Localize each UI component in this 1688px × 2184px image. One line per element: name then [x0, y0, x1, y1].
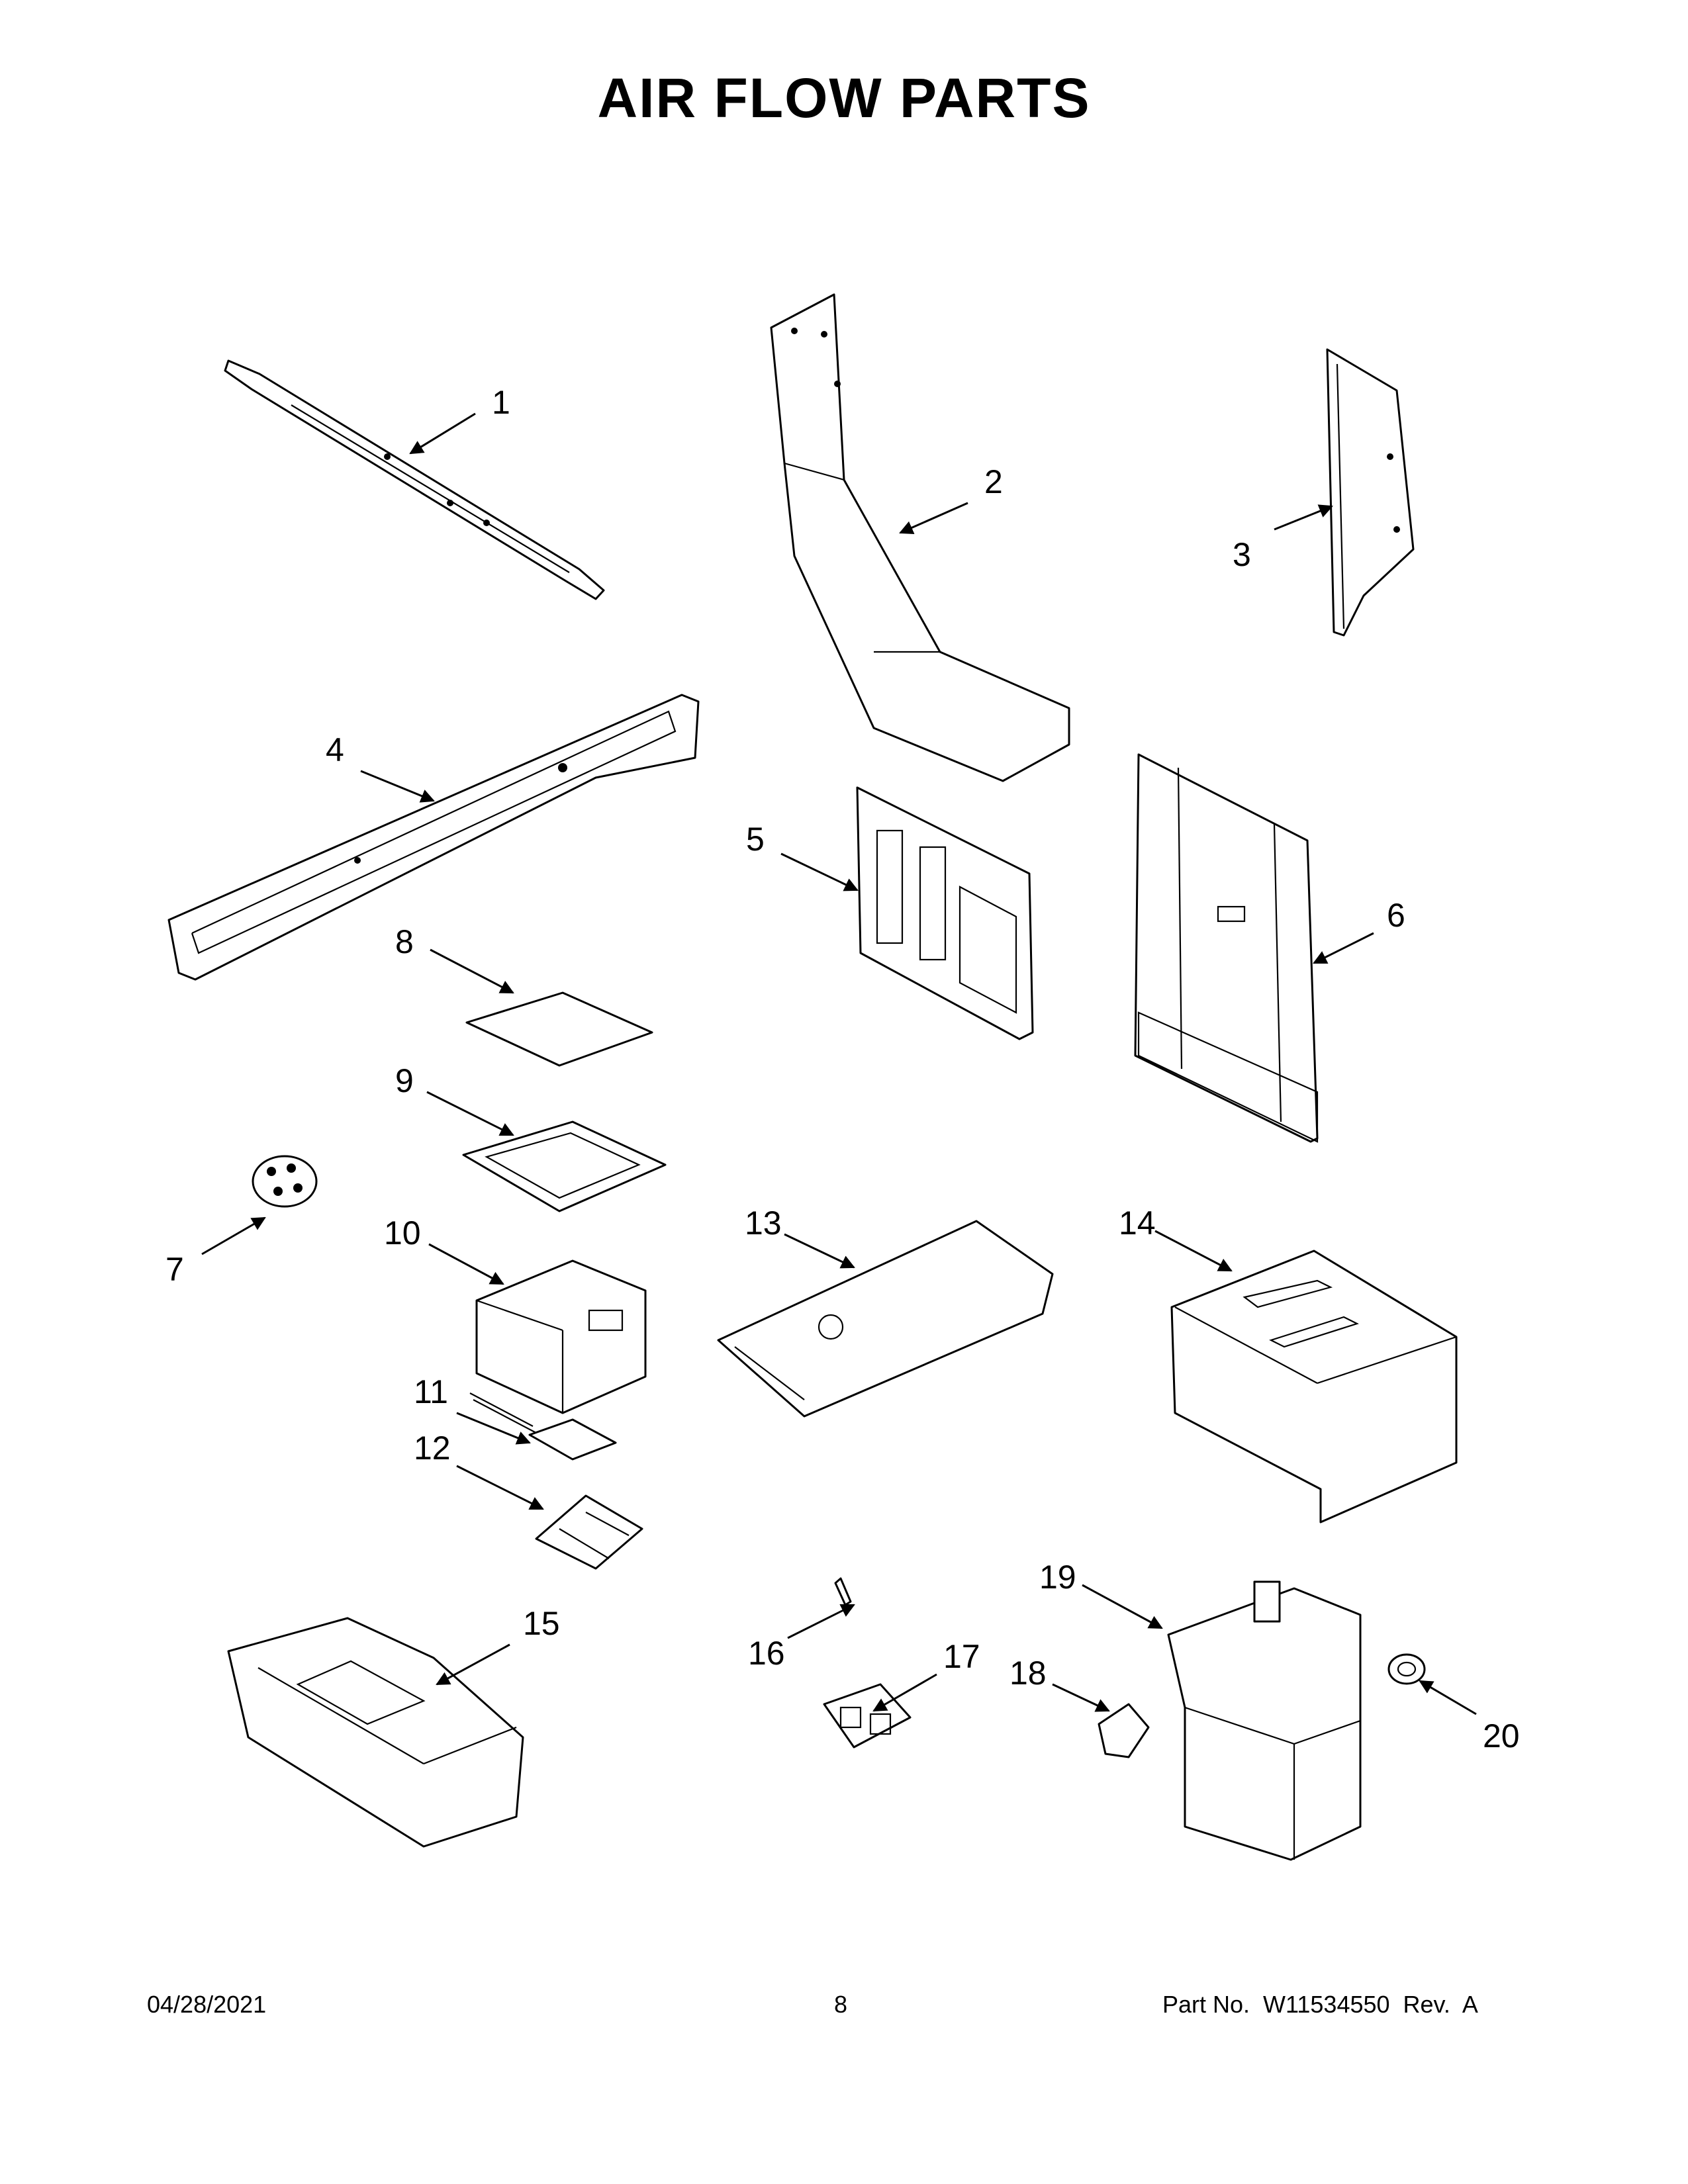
- callout-15: 15: [523, 1605, 560, 1642]
- part-3-side-panel: [1326, 348, 1415, 637]
- page-title: AIR FLOW PARTS: [597, 67, 1091, 129]
- leader-lines: [201, 412, 1477, 1715]
- part-1-rail: [224, 359, 605, 600]
- part-10-box: [475, 1259, 647, 1414]
- part-13-cover: [717, 1220, 1054, 1418]
- callout-16: 16: [748, 1635, 785, 1672]
- callout-labels: 1 2 3 4 5 6 7 8 9 10 11 12 13 14 15 16 1…: [165, 384, 1520, 1754]
- callout-11: 11: [414, 1373, 448, 1410]
- callout-3: 3: [1233, 536, 1251, 573]
- callout-4: 4: [326, 731, 344, 768]
- callout-17: 17: [943, 1638, 980, 1675]
- part-12-clip: [535, 1494, 643, 1570]
- callout-1: 1: [492, 384, 510, 421]
- part-9-tray: [462, 1120, 667, 1212]
- part-4-bracket: [167, 694, 700, 981]
- footer-part-number: Part No. W11534550 Rev. A: [1162, 1991, 1478, 2018]
- callout-20: 20: [1483, 1717, 1520, 1754]
- part-14-frame: [1170, 1250, 1458, 1524]
- footer-date: 04/28/2021: [147, 1991, 267, 2018]
- part-2-duct-panel: [770, 293, 1070, 782]
- callout-7: 7: [165, 1251, 184, 1288]
- footer-page-number: 8: [834, 1991, 848, 2018]
- callout-9: 9: [395, 1062, 414, 1099]
- part-18-clip: [1098, 1703, 1150, 1758]
- part-19-magnetron: [1167, 1580, 1362, 1861]
- callout-5: 5: [746, 821, 765, 858]
- part-15-housing: [227, 1617, 524, 1848]
- callout-14: 14: [1119, 1205, 1156, 1242]
- callout-18: 18: [1009, 1655, 1047, 1692]
- part-16-pin: [834, 1577, 852, 1606]
- part-8-sheet: [465, 991, 653, 1067]
- part-17-connector: [823, 1683, 912, 1749]
- part-6-panel: [1134, 753, 1319, 1143]
- callout-19: 19: [1039, 1559, 1076, 1596]
- callout-10: 10: [384, 1214, 421, 1251]
- callout-8: 8: [395, 923, 414, 960]
- part-7-fan: [252, 1155, 318, 1208]
- callout-6: 6: [1387, 897, 1405, 934]
- part-5-panel: [856, 786, 1034, 1040]
- callout-2: 2: [984, 463, 1003, 500]
- part-20-thermostat: [1387, 1653, 1426, 1685]
- callout-13: 13: [745, 1205, 782, 1242]
- part-11-pad: [469, 1392, 617, 1461]
- callout-12: 12: [414, 1430, 451, 1467]
